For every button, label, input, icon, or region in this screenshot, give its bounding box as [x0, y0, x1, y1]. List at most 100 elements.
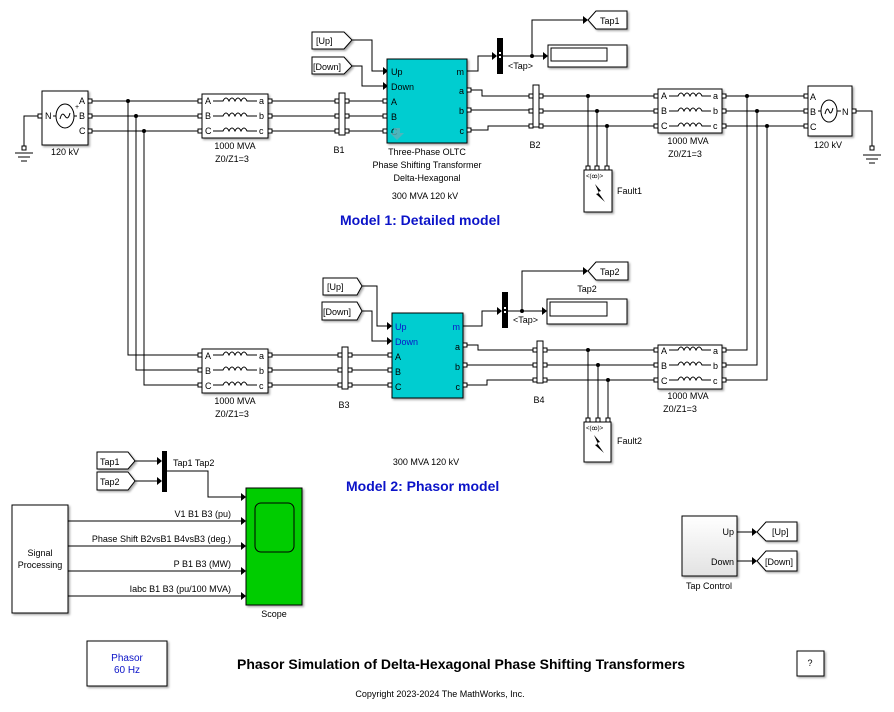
main-title: Phasor Simulation of Delta-Hexagonal Pha… — [237, 656, 685, 672]
svg-text:+: + — [75, 104, 79, 111]
svg-text:Z0/Z1=3: Z0/Z1=3 — [668, 149, 702, 159]
goto-tap1[interactable]: Tap1 — [587, 10, 628, 30]
svg-text:B: B — [391, 112, 397, 122]
svg-text:B: B — [205, 111, 211, 121]
svg-text:Processing: Processing — [18, 560, 63, 570]
svg-text:A: A — [391, 97, 397, 107]
svg-text:B: B — [661, 106, 667, 116]
svg-text:c: c — [259, 126, 264, 136]
oltc-transformer-1[interactable]: Up Down A B C m a b c Three-Phase OLTC P… — [372, 58, 482, 201]
from-up-1[interactable]: [Up] — [311, 31, 353, 50]
svg-text:Three-Phase OLTC: Three-Phase OLTC — [388, 147, 466, 157]
svg-text:B: B — [205, 366, 211, 376]
svg-text:A: A — [205, 351, 211, 361]
svg-text:C: C — [810, 122, 817, 132]
powergui-block[interactable]: Phasor 60 Hz — [86, 640, 168, 687]
svg-text:Up: Up — [395, 322, 407, 332]
bus-b3[interactable]: B3 — [337, 346, 353, 410]
svg-text:c: c — [713, 376, 718, 386]
from-up-2[interactable]: [Up] — [322, 277, 363, 296]
three-phase-impedance-right-1[interactable]: A B C a b c 1000 MVA Z0/Z1=3 — [653, 88, 727, 159]
svg-text:60 Hz: 60 Hz — [114, 665, 140, 676]
scope[interactable]: Scope — [245, 487, 303, 619]
svg-text:Down: Down — [395, 337, 418, 347]
svg-text:Signal: Signal — [27, 548, 52, 558]
help-button[interactable]: ? — [796, 650, 825, 677]
fault-1[interactable]: <(ꝏ)> Fault1 — [583, 165, 642, 213]
from-down-1[interactable]: [Down] — [311, 56, 353, 75]
from-tap1[interactable]: Tap1 — [96, 451, 136, 470]
svg-text:b: b — [713, 361, 718, 371]
model2-title: Model 2: Phasor model — [346, 478, 499, 494]
svg-text:A: A — [661, 346, 667, 356]
signal-label-current: Iabc B1 B3 (pu/100 MVA) — [130, 584, 231, 594]
svg-text:[Up]: [Up] — [316, 36, 333, 46]
svg-text:a: a — [455, 342, 460, 352]
svg-text:300 MVA 120 kV: 300 MVA 120 kV — [392, 191, 458, 201]
svg-text:[Up]: [Up] — [772, 527, 789, 537]
svg-text:B: B — [661, 361, 667, 371]
port-label-n: N — [45, 111, 52, 121]
svg-text:Tap2: Tap2 — [100, 477, 120, 487]
svg-text:Tap2: Tap2 — [600, 267, 620, 277]
svg-text:C: C — [205, 381, 212, 391]
copyright: Copyright 2023-2024 The MathWorks, Inc. — [355, 689, 524, 699]
svg-text:<Tap>: <Tap> — [508, 61, 533, 71]
svg-text:B: B — [810, 107, 816, 117]
oltc-transformer-2[interactable]: Up Down A B C m a b c 300 MVA 120 kV — [387, 312, 468, 467]
svg-text:120 kV: 120 kV — [814, 140, 842, 150]
svg-text:Phasor: Phasor — [111, 653, 143, 664]
signal-processing-block[interactable]: Signal Processing — [11, 504, 69, 614]
from-tap2[interactable]: Tap2 — [96, 471, 136, 491]
svg-text:m: m — [457, 67, 465, 77]
wire-source-impedance-1 — [92, 100, 202, 132]
fault-2[interactable]: <(ꝏ)> Fault2 — [583, 417, 642, 463]
svg-text:b: b — [259, 111, 264, 121]
three-phase-impedance-right-2[interactable]: A B C a b c 1000 MVA Z0/Z1=3 — [653, 344, 727, 414]
svg-text:A: A — [205, 96, 211, 106]
svg-text:Tap Control: Tap Control — [686, 581, 732, 591]
svg-text:b: b — [455, 362, 460, 372]
three-phase-source-left[interactable]: N + A B C 120 kV — [37, 90, 93, 157]
svg-text:1000 MVA: 1000 MVA — [214, 141, 255, 151]
goto-tap2[interactable]: Tap2 Tap2 — [577, 261, 629, 294]
svg-text:<(ꝏ)>: <(ꝏ)> — [586, 426, 604, 432]
source-left-label: 120 kV — [51, 147, 79, 157]
goto-down[interactable]: [Down] — [756, 550, 798, 572]
svg-text:A: A — [810, 92, 816, 102]
bus-b2[interactable]: B2 — [528, 84, 544, 150]
svg-text:c: c — [713, 121, 718, 131]
link-arrow-icon — [390, 128, 404, 140]
svg-text:Tap1: Tap1 — [600, 16, 620, 26]
mux[interactable]: Tap1 Tap2 — [162, 451, 214, 492]
svg-text:C: C — [661, 376, 668, 386]
tap-control-block[interactable]: Up Down Tap Control — [681, 515, 738, 591]
display-tap2[interactable] — [546, 298, 628, 325]
svg-text:Z0/Z1=3: Z0/Z1=3 — [215, 154, 249, 164]
from-down-2[interactable]: [Down] — [321, 301, 363, 321]
model1-title: Model 1: Detailed model — [340, 212, 500, 228]
goto-up[interactable]: [Up] — [756, 521, 798, 542]
bus-selector-2[interactable]: <Tap> — [502, 292, 538, 328]
svg-text:[Down]: [Down] — [765, 557, 793, 567]
svg-text:<(ꝏ)>: <(ꝏ)> — [586, 174, 604, 180]
three-phase-impedance-left-2[interactable]: A B C a b c 1000 MVA Z0/Z1=3 — [197, 348, 273, 419]
three-phase-impedance-left-1[interactable]: A B C a b c 1000 MVA Z0/Z1=3 — [197, 93, 273, 164]
bus-selector-1[interactable]: <Tap> — [497, 38, 533, 74]
svg-text:Fault2: Fault2 — [617, 436, 642, 446]
svg-text:C: C — [79, 126, 86, 136]
wire-left-to-model2 — [127, 101, 202, 386]
svg-text:c: c — [456, 382, 461, 392]
svg-text:Phase Shifting Transformer: Phase Shifting Transformer — [372, 160, 481, 170]
bus-b1[interactable]: B1 — [333, 92, 350, 155]
bus-b4[interactable]: B4 — [532, 340, 548, 405]
svg-text:Tap2: Tap2 — [577, 284, 597, 294]
svg-text:B1: B1 — [333, 145, 344, 155]
three-phase-source-right[interactable]: A B C N 120 kV — [803, 85, 857, 150]
svg-text:b: b — [259, 366, 264, 376]
display-tap1[interactable] — [547, 44, 628, 68]
lightning-icon — [595, 184, 605, 202]
svg-text:1000 MVA: 1000 MVA — [667, 391, 708, 401]
svg-text:Up: Up — [722, 527, 734, 537]
svg-text:[Up]: [Up] — [327, 282, 344, 292]
